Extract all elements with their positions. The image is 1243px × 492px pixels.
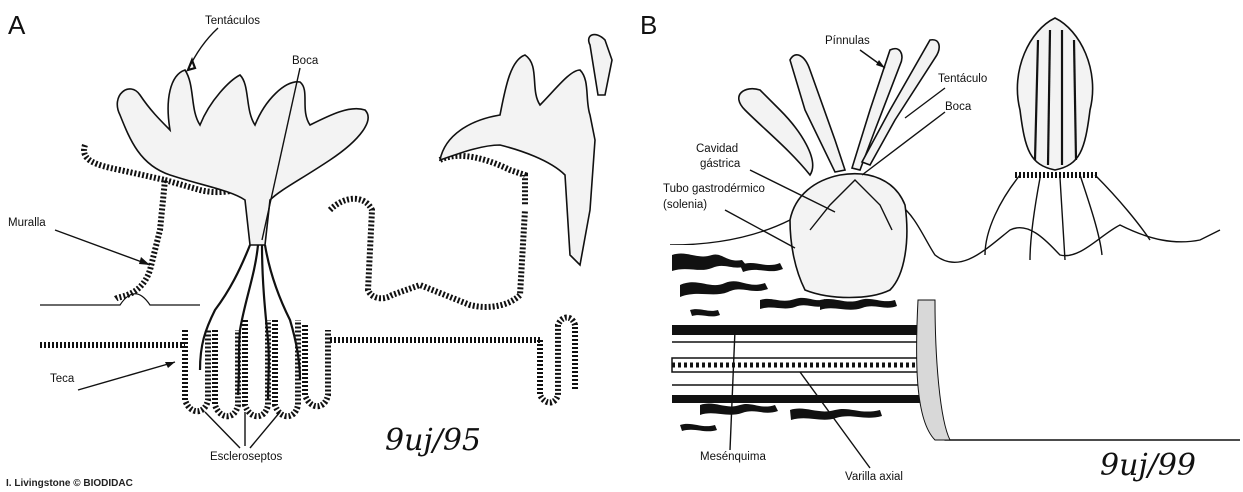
- panel-a-letter: A: [8, 10, 26, 40]
- body-stalk-outline: [920, 300, 1240, 440]
- escleroseptos-tubes: [185, 320, 328, 416]
- label-varilla: Varilla axial: [845, 471, 903, 483]
- wall-right-top: [440, 156, 525, 205]
- polyp-a-right: [440, 55, 595, 265]
- label-tentaculos: Tentáculos: [205, 15, 260, 27]
- polyp-a-tentacles: [117, 70, 368, 245]
- label-mesenquima: Mesénquima: [700, 451, 766, 463]
- panel-b: B: [640, 10, 1240, 483]
- credit-text: I. Livingstone © BIODIDAC: [6, 478, 133, 489]
- polyp-b-body: [790, 174, 907, 298]
- leader-teca: [78, 362, 175, 390]
- arrow-muralla: [139, 257, 150, 265]
- signature-a: 9uj/95: [385, 423, 481, 458]
- panel-a: A Tentácul: [6, 10, 612, 489]
- muralla-left: [84, 145, 165, 300]
- signature-b: 9uj/99: [1100, 448, 1196, 483]
- label-pinnulas: Pínnulas: [825, 35, 870, 47]
- arrow-teca: [165, 362, 175, 368]
- label-boca-b: Boca: [945, 101, 972, 113]
- leader-muralla: [55, 230, 150, 265]
- label-tentaculo: Tentáculo: [938, 73, 987, 85]
- label-tubo-2: (solenia): [663, 199, 707, 211]
- label-muralla: Muralla: [8, 217, 46, 229]
- surface-right: [900, 205, 1220, 262]
- label-boca-a: Boca: [292, 55, 319, 67]
- tentacle-right-edge: [589, 35, 612, 95]
- retracted-polyp-stalk-lines: [985, 175, 1150, 260]
- label-cavidad-1: Cavidad: [696, 143, 738, 155]
- label-cavidad-2: gástrica: [700, 158, 741, 170]
- muralla-right: [330, 199, 525, 307]
- mesenteries: [200, 245, 300, 400]
- body-stalk-dotted: [917, 300, 950, 440]
- leader-tubo: [725, 210, 795, 248]
- tentacle-b-left: [739, 89, 813, 175]
- arrow-pinnulas: [876, 60, 885, 68]
- arrow-tentaculos: [188, 60, 195, 70]
- gastroderm-band-top: [672, 325, 920, 335]
- label-escleroseptos: Escleroseptos: [210, 451, 282, 463]
- wall-right-fold: [540, 318, 575, 403]
- polyp-b-retracted: [1017, 18, 1092, 170]
- panel-b-letter: B: [640, 10, 657, 40]
- label-tubo-1: Tubo gastrodérmico: [663, 183, 765, 195]
- gastroderm-band-bottom: [672, 395, 920, 403]
- label-teca: Teca: [50, 373, 75, 385]
